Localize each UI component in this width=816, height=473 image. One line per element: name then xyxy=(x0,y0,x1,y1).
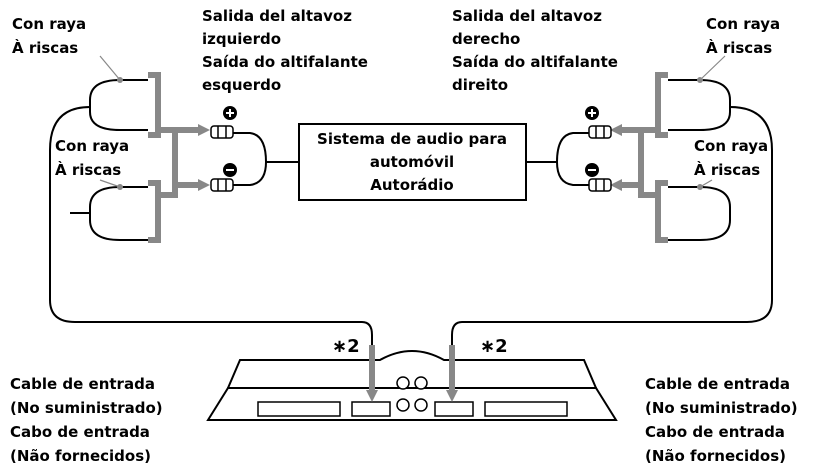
right-output-line: Salida del altavoz xyxy=(452,7,602,25)
stripe-label-mid-right: Con raya À riscas xyxy=(694,137,768,179)
amplifier xyxy=(206,350,618,421)
left-upper-bracket xyxy=(148,72,161,138)
speaker-terminal-right xyxy=(484,401,568,417)
left-brackets xyxy=(148,72,200,243)
right-plus-icon xyxy=(585,106,599,120)
input-cable-label-left: Cable de entrada (No suministrado) Cabo … xyxy=(10,375,163,465)
input-terminal-right xyxy=(434,401,474,417)
stripe-label-line: À riscas xyxy=(706,38,772,57)
right-connectors xyxy=(588,125,612,192)
stripe-label-line: Con raya xyxy=(706,15,780,33)
note-marker-right: ∗2 xyxy=(480,336,508,357)
stripe-label-line: Con raya xyxy=(12,15,86,33)
right-brackets xyxy=(620,72,668,243)
right-upper-bracket xyxy=(655,72,668,138)
stripe-label-top-left: Con raya À riscas xyxy=(12,15,86,57)
right-upper-pair xyxy=(668,79,731,131)
right-head-wire xyxy=(526,132,590,186)
left-long-wire xyxy=(49,106,373,352)
stripe-label-line: Con raya xyxy=(694,137,768,155)
right-output-label: Salida del altavoz derecho Saída do alti… xyxy=(452,7,618,94)
left-arrowheads xyxy=(198,124,210,191)
head-unit-line: Autorádio xyxy=(370,176,453,194)
right-output-line: derecho xyxy=(452,30,520,48)
input-terminal-left xyxy=(351,401,391,417)
left-lower-pair xyxy=(89,186,148,241)
stripe-label-line: À riscas xyxy=(12,38,78,57)
head-unit: Sistema de audio para automóvil Autorádi… xyxy=(298,123,527,201)
stripe-leaders xyxy=(99,55,726,188)
left-connectors xyxy=(210,125,234,192)
left-upper-pair xyxy=(89,79,148,131)
right-lower-pair xyxy=(668,186,731,241)
speaker-terminal-left xyxy=(257,401,341,417)
right-join-bracket xyxy=(638,127,658,198)
input-right-line: (No suministrado) xyxy=(645,399,798,417)
stripe-label-top-right: Con raya À riscas xyxy=(706,15,780,57)
stripe-label-line: Con raya xyxy=(55,137,129,155)
left-wires xyxy=(49,79,373,352)
left-output-line: izquierdo xyxy=(202,30,281,48)
input-left-line: Cable de entrada xyxy=(10,375,155,393)
left-head-wire xyxy=(232,132,299,186)
rca-jack-icon xyxy=(414,376,428,390)
left-output-line: Salida del altavoz xyxy=(202,7,352,25)
right-output-line: direito xyxy=(452,76,508,94)
stripe-label-mid-left: Con raya À riscas xyxy=(55,137,129,179)
left-output-line: esquerdo xyxy=(202,76,281,94)
right-minus-icon xyxy=(585,163,599,177)
left-output-line: Saída do altifalante xyxy=(202,53,368,71)
left-lower-bracket xyxy=(148,180,161,243)
amplifier-input-arrows xyxy=(369,345,455,392)
right-wires xyxy=(451,79,773,352)
head-unit-box xyxy=(298,123,527,201)
stripe-label-line: À riscas xyxy=(694,160,760,179)
left-minus-connector xyxy=(210,178,234,192)
input-right-line: Cable de entrada xyxy=(645,375,790,393)
rca-jack-icon xyxy=(414,398,428,412)
input-left-line: (Não fornecidos) xyxy=(10,447,151,465)
rca-jack-icon xyxy=(396,398,410,412)
left-minus-icon xyxy=(223,163,237,177)
rca-jack-icon xyxy=(396,376,410,390)
head-unit-line: automóvil xyxy=(370,153,454,171)
amplifier-top-plate xyxy=(226,350,598,389)
input-left-line: Cabo de entrada xyxy=(10,423,150,441)
right-arrowheads xyxy=(610,124,622,191)
left-plus-connector xyxy=(210,125,234,139)
note-marker-left: ∗2 xyxy=(332,336,360,357)
right-lower-bracket xyxy=(655,180,668,243)
left-plus-icon xyxy=(223,106,237,120)
stripe-label-line: À riscas xyxy=(55,160,121,179)
right-long-wire xyxy=(451,106,773,352)
right-minus-connector xyxy=(588,178,612,192)
amplifier-arrowheads xyxy=(366,390,458,402)
left-output-label: Salida del altavoz izquierdo Saída do al… xyxy=(202,7,368,94)
input-right-line: (Não fornecidos) xyxy=(645,447,786,465)
input-cable-label-right: Cable de entrada (No suministrado) Cabo … xyxy=(645,375,798,465)
head-unit-line: Sistema de audio para xyxy=(317,130,507,148)
right-plus-connector xyxy=(588,125,612,139)
input-right-line: Cabo de entrada xyxy=(645,423,785,441)
left-join-bracket xyxy=(158,127,178,198)
right-output-line: Saída do altifalante xyxy=(452,53,618,71)
input-left-line: (No suministrado) xyxy=(10,399,163,417)
